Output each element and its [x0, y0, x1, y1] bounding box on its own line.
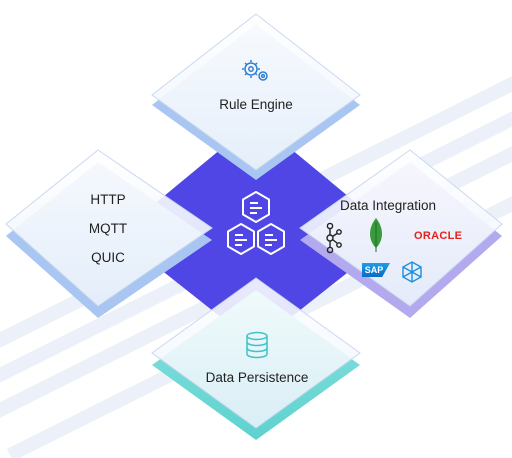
protocols-tile: [5, 149, 213, 307]
protocol-item-http: HTTP: [90, 192, 126, 207]
rule-engine-label: Rule Engine: [219, 97, 293, 112]
core-diamond: [117, 120, 395, 345]
protocols-card[interactable]: [5, 149, 213, 318]
data-persistence-label: Data Persistence: [205, 370, 309, 385]
sap-logo: SAP: [362, 263, 390, 277]
database-icon: [246, 331, 268, 359]
data-integration-card[interactable]: [299, 149, 503, 318]
kafka-logo: [326, 222, 342, 254]
data-integration-label: Data Integration: [339, 198, 437, 213]
gears-icon: [242, 60, 268, 81]
rule-engine-tile: [151, 13, 361, 171]
oracle-logo: ORACLE: [414, 230, 463, 242]
protocol-item-quic: QUIC: [91, 250, 125, 265]
data-integration-tile: [299, 149, 503, 307]
data-persistence-card[interactable]: [151, 277, 361, 440]
rule-engine-card[interactable]: [151, 13, 361, 180]
network-logo: [402, 261, 422, 283]
hexagon-message-icon: [227, 191, 285, 255]
data-persistence-tile: [151, 277, 361, 429]
protocol-item-mqtt: MQTT: [88, 221, 128, 236]
mongodb-logo: [370, 218, 382, 252]
